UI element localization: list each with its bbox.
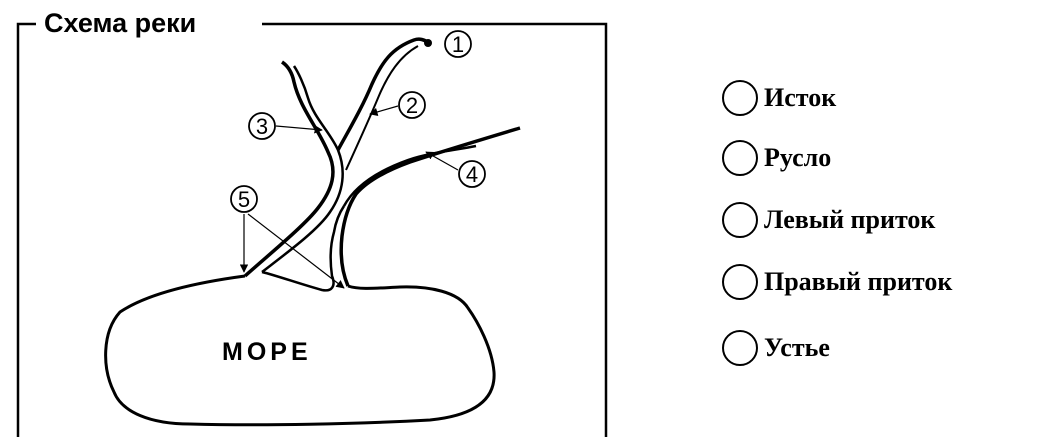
- callout-4: 4: [458, 160, 486, 188]
- diagram-title: Схема реки: [38, 6, 203, 40]
- panel-frame: [16, 22, 608, 437]
- answer-label-right-tributary: Правый приток: [764, 267, 953, 296]
- answer-option-mouth[interactable]: Устье: [722, 328, 830, 368]
- arrow-5b: [247, 213, 345, 289]
- sea-label: МОРЕ: [222, 338, 312, 366]
- answer-label-left-tributary: Левый приток: [764, 205, 936, 234]
- sea-shape: [104, 274, 496, 427]
- upper-stream-left-bank: [336, 37, 429, 151]
- callout-1: 1: [444, 30, 472, 58]
- source-point: [424, 39, 432, 47]
- callout-2: 2: [398, 91, 426, 119]
- callout-4-number: 4: [466, 162, 478, 187]
- arrow-3: [275, 125, 323, 134]
- main-channel-right-bank: [339, 126, 521, 287]
- answer-option-source[interactable]: Исток: [722, 78, 836, 118]
- left-tributary-inner-bank: [261, 65, 344, 273]
- answer-circle-source[interactable]: [722, 80, 758, 116]
- answer-circle-left-tributary[interactable]: [722, 202, 758, 238]
- callout-5: 5: [230, 185, 258, 213]
- arrow-2: [369, 105, 399, 116]
- answer-label-channel: Русло: [764, 143, 832, 172]
- answer-circle-channel[interactable]: [722, 140, 758, 176]
- upper-stream-right-bank: [345, 45, 419, 171]
- answer-circle-right-tributary[interactable]: [722, 264, 758, 300]
- answer-option-channel[interactable]: Русло: [722, 138, 831, 178]
- arrow-4: [425, 151, 459, 171]
- callout-1-number: 1: [452, 32, 464, 57]
- left-tributary-outer-bank: [243, 60, 335, 278]
- answer-option-left-tributary[interactable]: Левый приток: [722, 200, 935, 240]
- answer-label-mouth: Устье: [764, 333, 830, 362]
- right-tributary-inner-bank: [342, 144, 477, 207]
- delta-island: [261, 205, 346, 292]
- answer-circle-mouth[interactable]: [722, 330, 758, 366]
- answer-option-right-tributary[interactable]: Правый приток: [722, 262, 952, 302]
- callout-3-number: 3: [256, 114, 268, 139]
- answer-label-source: Исток: [764, 83, 837, 112]
- callout-5-number: 5: [238, 187, 250, 212]
- callout-2-number: 2: [406, 93, 418, 118]
- callout-3: 3: [248, 112, 276, 140]
